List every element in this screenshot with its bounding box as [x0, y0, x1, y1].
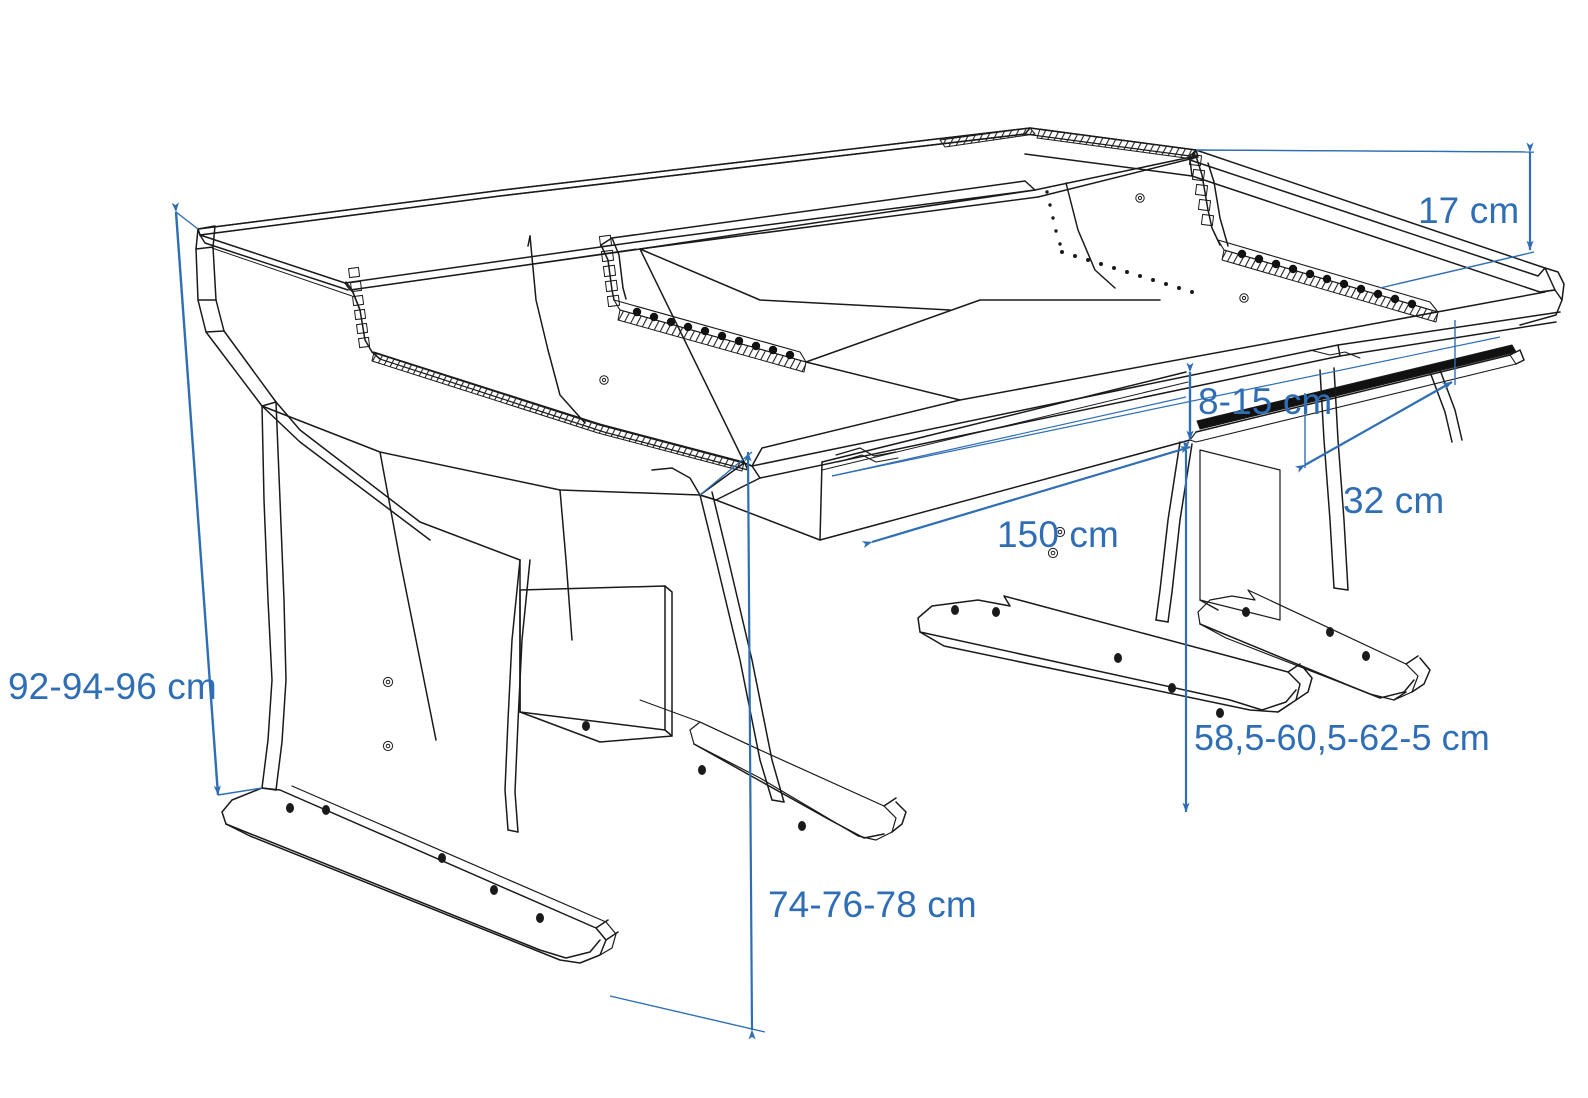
- dimension-leg-span: [831, 336, 1501, 549]
- right-rear-foot-holes: [1242, 607, 1370, 661]
- left-foot-holes: [286, 803, 544, 923]
- dimension-overall-height: [171, 202, 263, 796]
- dimension-label-riser-height: 17 cm: [1418, 190, 1520, 231]
- right-rack-rail-round-holes: [1237, 249, 1417, 309]
- dimension-lines: [171, 142, 1535, 1040]
- dimension-label-overall-height: 92-94-96 cm: [8, 666, 217, 707]
- dimension-label-tray-depth: 32 cm: [1343, 480, 1445, 521]
- dimension-label-leg-span: 150 cm: [997, 514, 1119, 555]
- right-bay-pilot-holes: [1045, 190, 1194, 294]
- dimension-worktop-height: [609, 451, 766, 1040]
- left-cheek-contour: [379, 451, 573, 741]
- right-front-foot-holes: [951, 605, 1224, 718]
- construction-lines: [831, 149, 1535, 477]
- dimension-label-tray-clearance: 8-15 cm: [1198, 381, 1333, 422]
- left-rack-bay: [345, 235, 749, 472]
- dimension-label-under-desk: 58,5-60,5-62-5 cm: [1194, 717, 1490, 758]
- desk-body: [195, 127, 1565, 964]
- right-rack-rail-slots: [1188, 153, 1215, 227]
- center-worktop-upper: [611, 180, 1161, 363]
- right-rack-bay: [1045, 153, 1439, 323]
- dimension-tray-depth: [1294, 320, 1456, 473]
- dimension-label-worktop-height: 74-76-78 cm: [768, 884, 977, 925]
- center-rack-rail-slots: [598, 234, 621, 308]
- rack-rail-round-holes: [632, 307, 795, 360]
- left-rack-rail-holes: [348, 266, 371, 349]
- left-rear-holes: [582, 721, 806, 831]
- center-rack-rail: [598, 234, 807, 373]
- left-leg-assembly: [221, 401, 907, 964]
- left-meter-bridge: [197, 127, 1199, 297]
